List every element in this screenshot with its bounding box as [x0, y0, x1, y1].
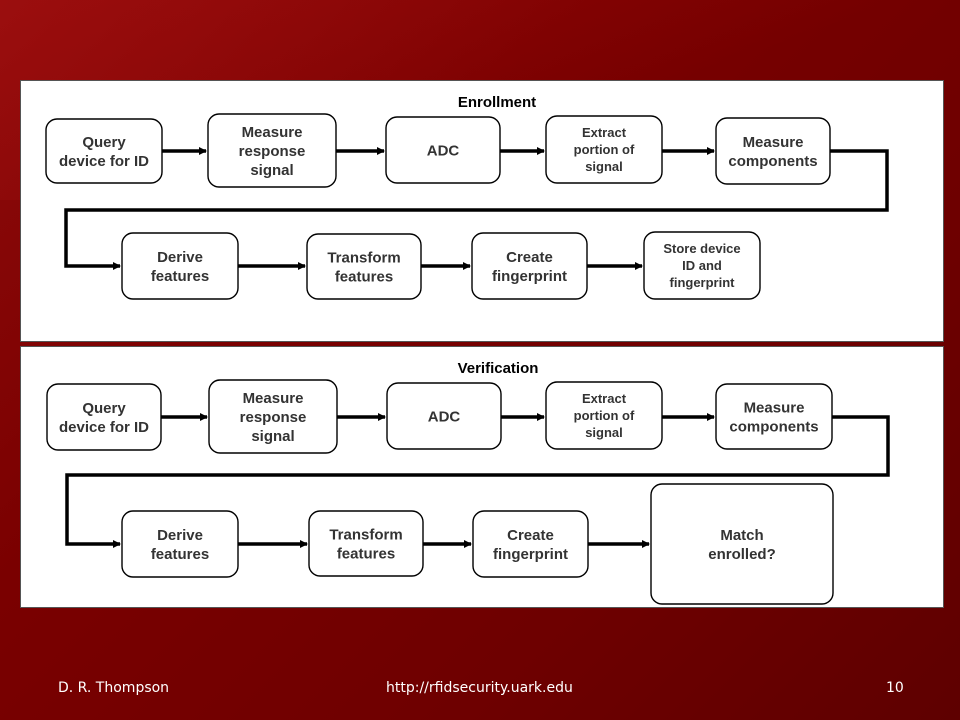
verification-step-8: Create fingerprint — [472, 510, 589, 578]
verification-step-label: Measure — [744, 399, 805, 416]
verification-step-6: Derive features — [121, 510, 239, 578]
verification-step-3: ADC — [386, 382, 502, 450]
footer-author: D. R. Thompson — [58, 680, 170, 696]
enrollment-step-label: Store device — [663, 241, 740, 256]
enrollment-step-label: signal — [250, 162, 293, 179]
enrollment-step-7: Transform features — [306, 233, 422, 300]
verification-step-label: components — [729, 418, 818, 435]
enrollment-step-label: ID and — [682, 258, 722, 273]
enrollment-step-label: ADC — [427, 142, 460, 159]
enrollment-step-2: Measure response signal — [207, 113, 337, 188]
verification-step-9: Match enrolled? — [650, 483, 834, 605]
verification-step-label: Derive — [157, 527, 203, 544]
verification-step-label: features — [337, 545, 395, 562]
verification-step-box — [472, 510, 589, 578]
enrollment-step-label: device for ID — [59, 153, 149, 170]
enrollment-step-label: features — [335, 268, 393, 285]
enrollment-flowchart: Enrollment Query device for ID Measure resp… — [45, 94, 889, 300]
verification-step-label: Measure — [243, 390, 304, 407]
verification-step-box — [46, 383, 162, 451]
verification-step-label: signal — [585, 425, 623, 440]
enrollment-step-label: Derive — [157, 249, 203, 266]
enrollment-step-1: Query device for ID — [45, 118, 163, 184]
enrollment-step-box — [306, 233, 422, 300]
enrollment-step-box — [471, 232, 588, 300]
enrollment-step-label: fingerprint — [670, 275, 736, 290]
verification-step-box — [121, 510, 239, 578]
enrollment-step-5: Measure components — [715, 117, 831, 185]
verification-step-label: features — [151, 546, 209, 563]
verification-step-4: Extract portion of signal — [545, 381, 663, 450]
verification-step-label: fingerprint — [493, 546, 568, 563]
enrollment-title: Enrollment — [458, 94, 536, 111]
verification-panel: Verification Query device for ID Measure re… — [20, 346, 944, 608]
enrollment-step-box — [715, 117, 831, 185]
verification-step-label: enrolled? — [708, 546, 776, 563]
verification-step-label: device for ID — [59, 419, 149, 436]
enrollment-step-label: components — [728, 153, 817, 170]
footer-page-number: 10 — [886, 680, 904, 696]
enrollment-step-label: features — [151, 268, 209, 285]
verification-step-7: Transform features — [308, 510, 424, 577]
verification-flowchart: Verification Query device for ID Measure re… — [46, 360, 890, 605]
enrollment-flow-arrow — [64, 149, 889, 270]
enrollment-step-label: Measure — [743, 134, 804, 151]
enrollment-step-3: ADC — [385, 116, 501, 184]
verification-step-box — [650, 483, 834, 605]
verification-step-label: ADC — [428, 408, 461, 425]
verification-step-label: portion of — [574, 408, 635, 423]
enrollment-step-label: Query — [82, 134, 126, 151]
verification-step-label: response — [240, 409, 307, 426]
enrollment-step-label: response — [239, 143, 306, 160]
enrollment-step-9: Store device ID and fingerprint — [643, 231, 761, 300]
verification-step-label: signal — [251, 428, 294, 445]
verification-step-2: Measure response signal — [208, 379, 338, 454]
verification-title: Verification — [458, 360, 539, 377]
enrollment-step-box — [45, 118, 163, 184]
enrollment-step-8: Create fingerprint — [471, 232, 588, 300]
enrollment-step-label: Transform — [327, 249, 400, 266]
enrollment-step-label: Extract — [582, 125, 627, 140]
footer-url[interactable]: http://rfidsecurity.uark.edu — [386, 680, 573, 696]
enrollment-step-box — [121, 232, 239, 300]
verification-step-box — [715, 383, 833, 450]
verification-step-1: Query device for ID — [46, 383, 162, 451]
enrollment-step-4: Extract portion of signal — [545, 115, 663, 184]
enrollment-step-box — [643, 231, 761, 300]
verification-step-label: Extract — [582, 391, 627, 406]
enrollment-step-6: Derive features — [121, 232, 239, 300]
enrollment-step-label: portion of — [574, 142, 635, 157]
verification-flow-arrow — [65, 415, 890, 548]
verification-step-label: Match — [720, 527, 763, 544]
verification-step-box — [308, 510, 424, 577]
enrollment-step-label: fingerprint — [492, 268, 567, 285]
enrollment-step-label: Measure — [242, 124, 303, 141]
verification-step-label: Create — [507, 527, 554, 544]
verification-step-label: Transform — [329, 526, 402, 543]
verification-step-5: Measure components — [715, 383, 833, 450]
enrollment-step-label: Create — [506, 249, 553, 266]
verification-step-label: Query — [82, 400, 126, 417]
enrollment-panel: Enrollment Query device for ID Measure resp… — [20, 80, 944, 342]
enrollment-step-label: signal — [585, 159, 623, 174]
